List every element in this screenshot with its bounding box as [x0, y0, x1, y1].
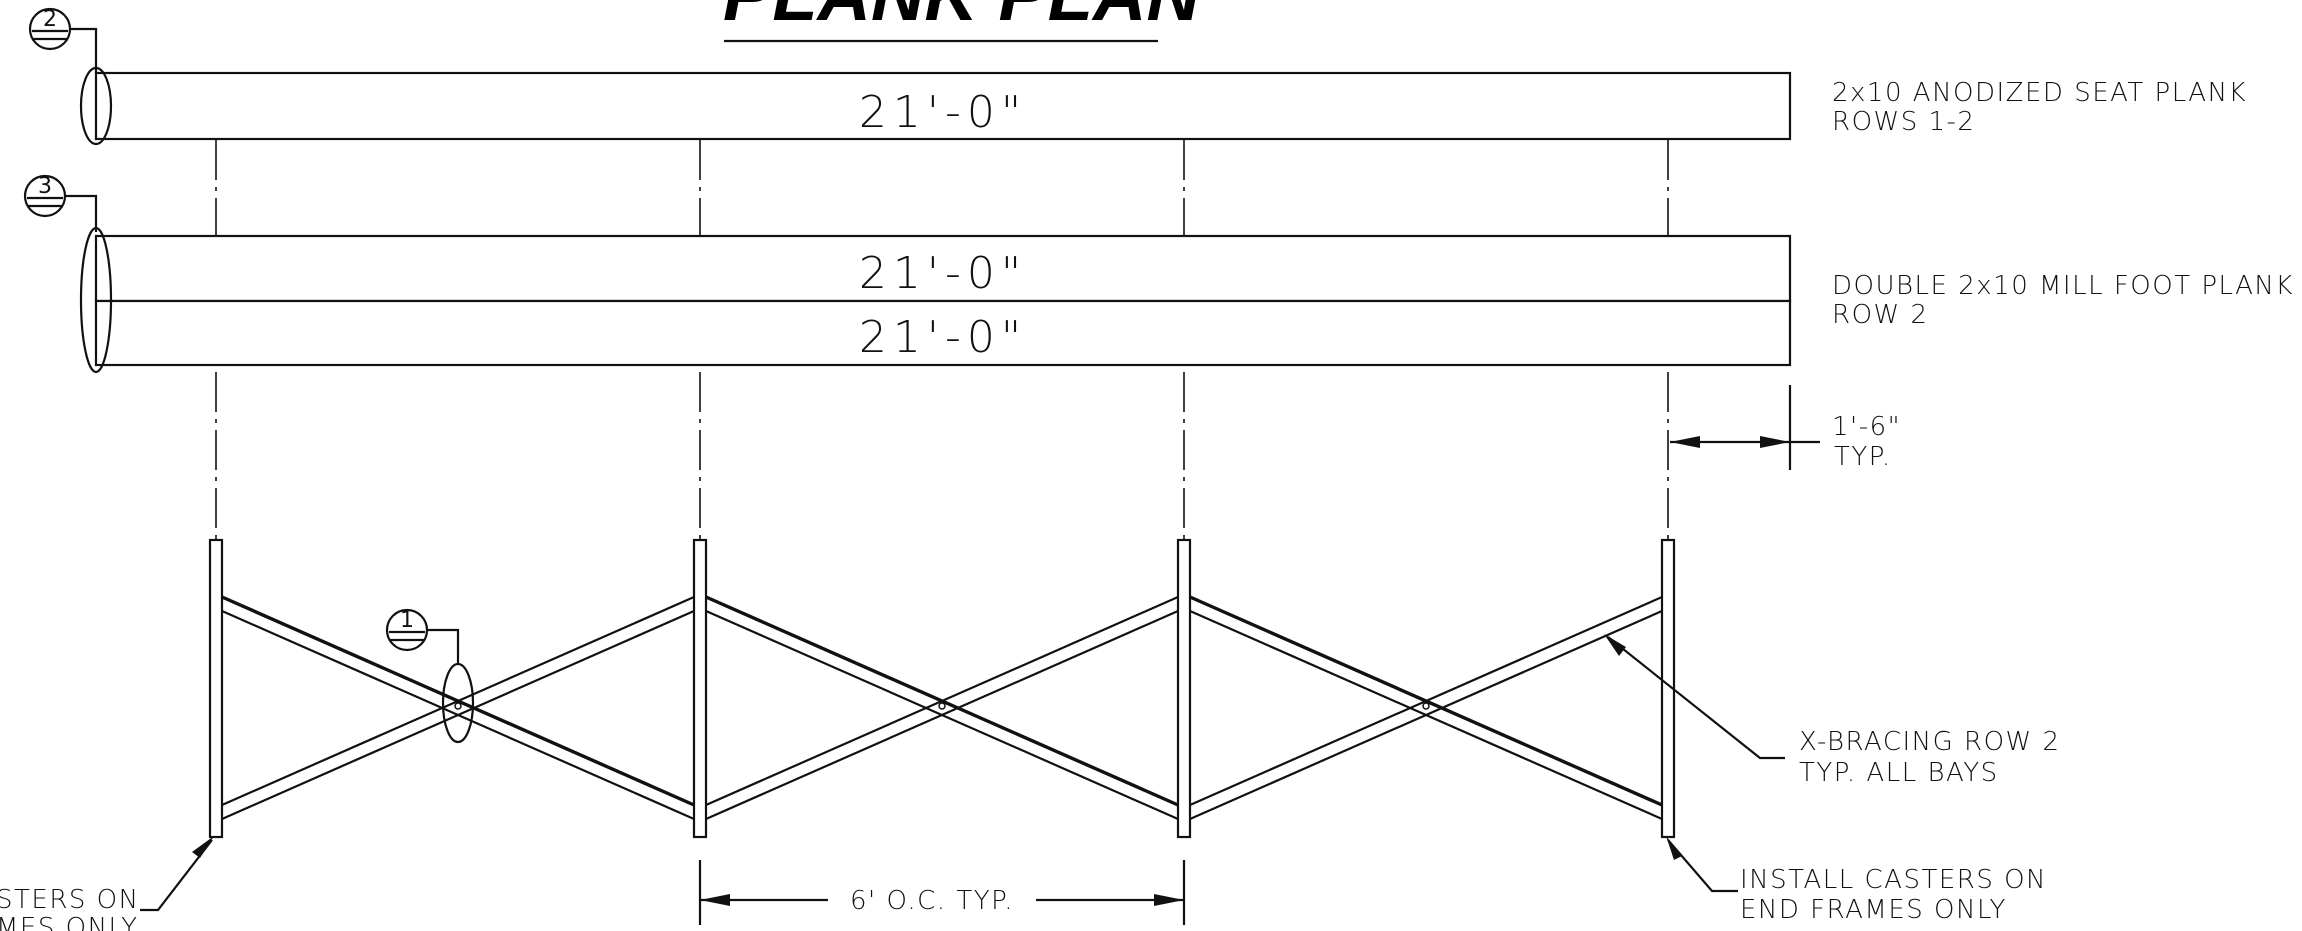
casters-right-leader: INSTALL CASTERS ON END FRAMES ONLY	[1666, 836, 2047, 925]
foot-plank-lower-length: 21'-0"	[859, 312, 1027, 363]
casters-right-note-2: END FRAMES ONLY	[1740, 895, 2007, 925]
bracing-note-typ: TYP. ALL BAYS	[1799, 758, 1999, 788]
foot-plank-double: 21'-0" 21'-0"	[94, 234, 1792, 367]
x-bracing	[221, 595, 1663, 821]
spacing-dimension: 6' O.C. TYP.	[698, 860, 1186, 925]
overhang-value: 1'-6"	[1832, 412, 1901, 442]
seat-plank-note: 2x10 ANODIZED SEAT PLANK	[1832, 78, 2247, 108]
foot-plank-upper-length: 21'-0"	[859, 248, 1027, 299]
detail-tag-foot: 3	[23, 174, 113, 374]
seat-plank-rows-note: ROWS 1-2	[1832, 107, 1975, 137]
drawing-title: PLANK PLAN	[723, 0, 1201, 36]
foot-plank-row-note: ROW 2	[1832, 300, 1929, 330]
svg-text:2: 2	[43, 7, 57, 32]
svg-text:3: 3	[38, 174, 52, 199]
detail-tag-bracing: 1	[385, 608, 475, 744]
overhang-typ: TYP.	[1834, 442, 1892, 472]
casters-right-note: INSTALL CASTERS ON	[1740, 865, 2047, 895]
detail-tag-seat: 2	[28, 7, 113, 146]
casters-left-leader: STERS ON MES ONLY	[0, 836, 214, 931]
overhang-dimension: 1'-6" TYP.	[1670, 385, 1901, 472]
spacing-note: 6' O.C. TYP.	[850, 886, 1014, 916]
bracing-leader: X-BRACING ROW 2 TYP. ALL BAYS	[1604, 634, 2061, 788]
bracing-note: X-BRACING ROW 2	[1799, 727, 2061, 757]
seat-plank-length: 21'-0"	[859, 87, 1027, 138]
casters-left-note: STERS ON	[0, 885, 140, 915]
seat-plank: 21'-0"	[94, 71, 1792, 141]
svg-text:1: 1	[400, 608, 414, 633]
foot-plank-note: DOUBLE 2x10 MILL FOOT PLANK	[1832, 271, 2294, 301]
casters-left-note-2: MES ONLY	[0, 913, 138, 931]
